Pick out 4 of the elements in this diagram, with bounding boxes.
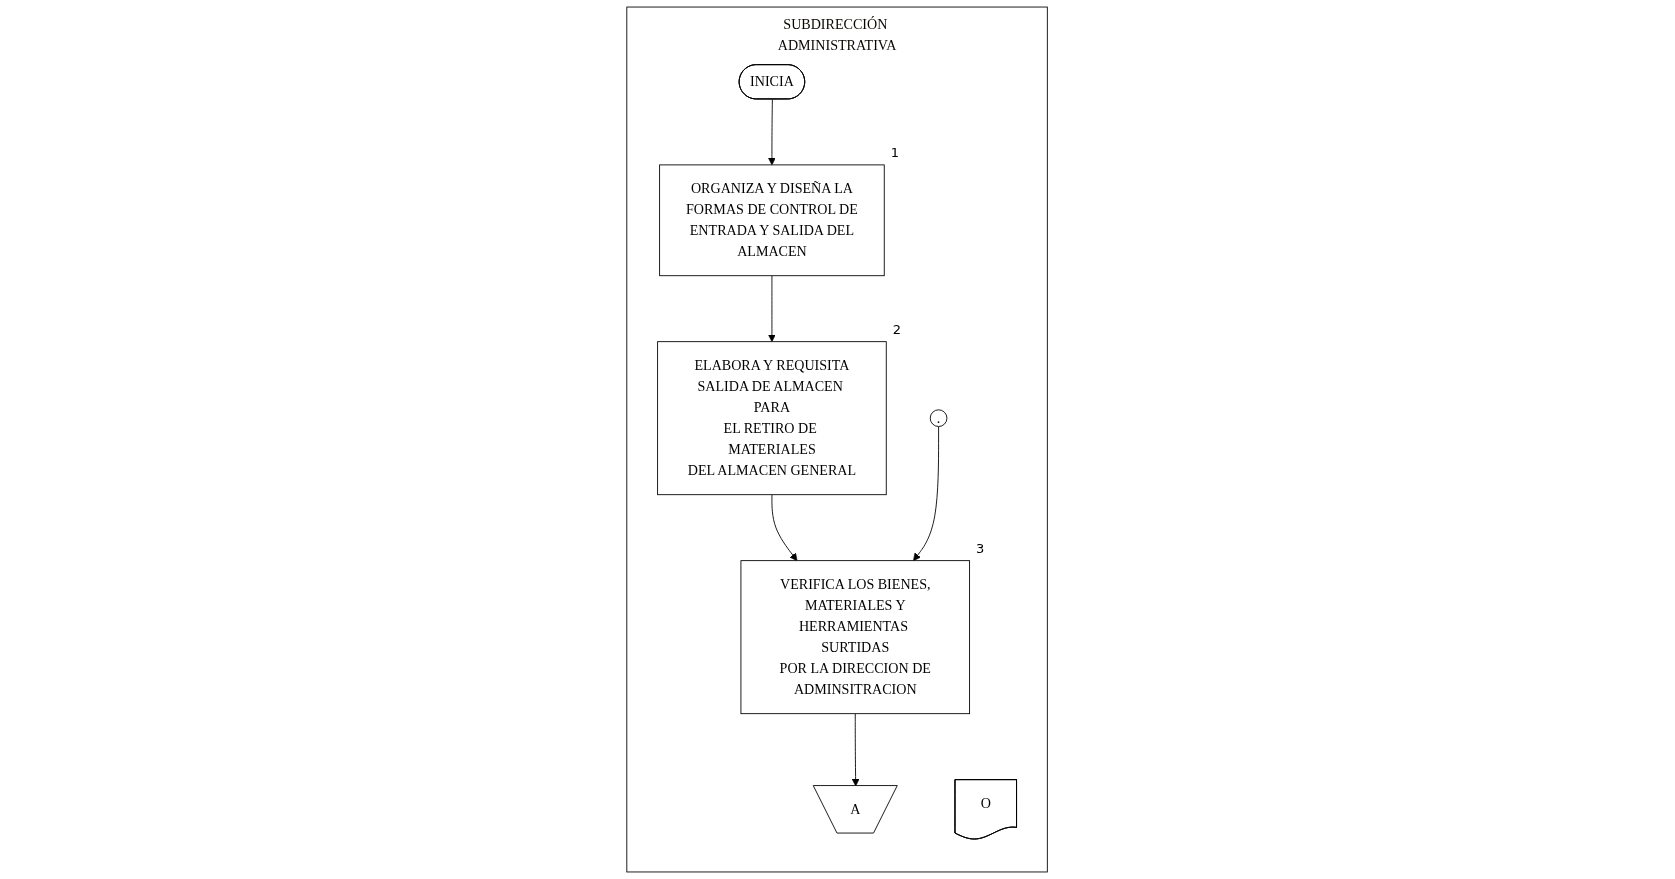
node-box: VERIFICA LOS BIENES, MATERIALES Y HERRAMIENTAS SURTIDAS POR LA DIRECCION DE ADMINSITRACION — [740, 560, 971, 715]
node-circle: . — [930, 409, 948, 427]
node-box: ELABORA Y REQUISITA SALIDA DE ALMACEN PARA EL RETIRO DE MATERIALES DEL ALMACEN GENERAL — [657, 341, 888, 496]
node-box: ORGANIZA Y DISEÑA LA FORMAS DE CONTROL DE ENTRADA Y SALIDA DEL ALMACEN — [659, 164, 886, 277]
